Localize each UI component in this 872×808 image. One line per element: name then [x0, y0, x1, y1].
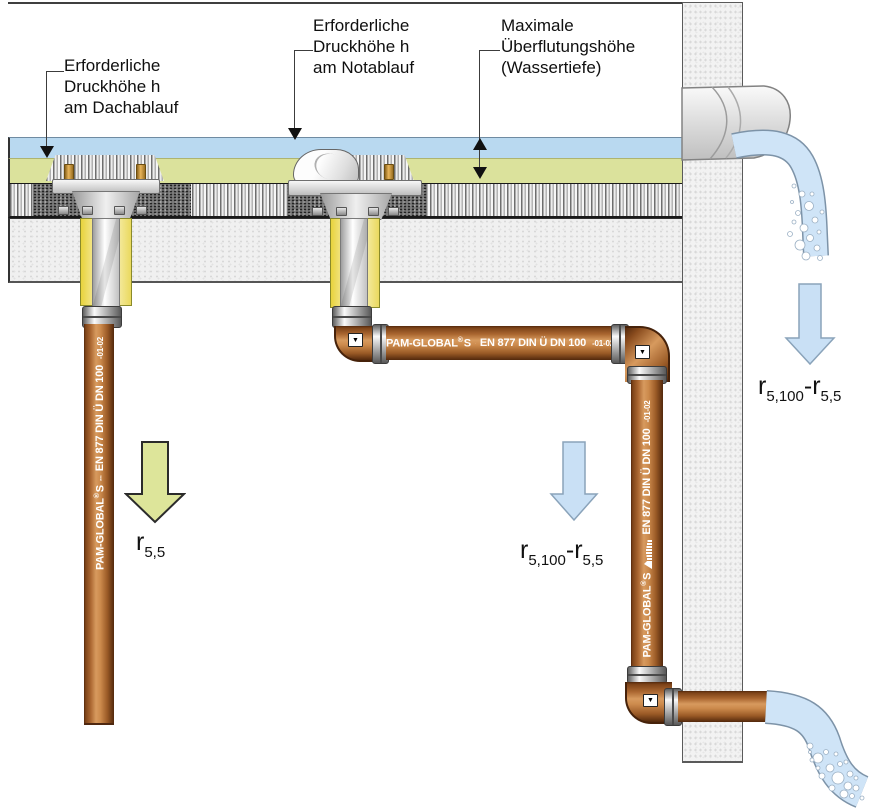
discharge-water: [764, 690, 870, 808]
leader-line: [46, 71, 47, 146]
leader-line: [294, 50, 313, 51]
depth-arrowhead-down: [473, 167, 487, 179]
pam-viaduct-logo: [99, 475, 101, 482]
drain-bolt: [136, 164, 146, 180]
pipe-coupling: [82, 306, 122, 328]
flow-marker-plate: ▼: [348, 333, 363, 347]
formula-scupper-rate: r5,100-r5,5: [758, 372, 842, 405]
leader-line: [46, 71, 64, 72]
nut: [336, 207, 347, 216]
pam-viaduct-logo: [643, 539, 652, 569]
blue-flow-arrow-icon: [784, 283, 836, 366]
formula-roof-drain-rate: r5,5: [136, 528, 166, 561]
label-druckhoehe-notablauf: Erforderliche Druckhöhe h am Notablauf: [313, 16, 415, 77]
green-flow-arrow-icon: [124, 441, 186, 524]
ponded-water-layer: [8, 137, 684, 159]
nut: [82, 206, 93, 215]
discharge-pipe-through-wall: [678, 691, 770, 722]
leader-arrowhead: [288, 128, 302, 140]
pipe-coupling: [627, 666, 667, 684]
roof-top-edge-line: [8, 2, 682, 4]
flow-marker-plate: ▼: [643, 694, 658, 707]
emergency-drain-scoop: [293, 149, 359, 184]
nut: [368, 207, 379, 216]
nut: [136, 206, 147, 215]
pipe-coupling: [332, 306, 372, 328]
drain-bolt: [64, 164, 74, 180]
water-bubbles: [806, 742, 865, 801]
label-druckhoehe-dachablauf: Erforderliche Druckhöhe h am Dachablauf: [64, 56, 179, 117]
drain-outlet-funnel: [92, 218, 120, 312]
nut: [58, 206, 69, 215]
blue-flow-arrow-icon: [549, 441, 599, 522]
downpipe-roof-drain: [84, 324, 114, 725]
collector-pipe-horizontal: PAM-GLOBAL®S EN 877 DIN Ü DN 100-01-02: [386, 326, 614, 360]
downpipe-along-wall: [631, 380, 663, 672]
water-bubbles: [787, 183, 825, 261]
pam-viaduct-logo: [474, 342, 476, 344]
leader-line: [294, 50, 295, 128]
flow-marker-plate: ▼: [635, 345, 650, 359]
drain-bolt: [384, 164, 394, 180]
drain-outlet-funnel: [340, 218, 368, 312]
nut: [312, 207, 323, 216]
depth-arrowhead-up: [473, 138, 487, 150]
nut: [388, 207, 399, 216]
emergency-scupper-and-water: [681, 85, 829, 261]
label-ueberflutungshoehe: Maximale Überflutungshöhe (Wassertiefe): [501, 16, 636, 77]
leader-line: [479, 50, 480, 168]
pipe-marking-vertical: PAM-GLOBAL®S EN 877 DIN Ü DN 100-01-02: [93, 337, 107, 570]
leader-line: [479, 50, 500, 51]
formula-emergency-drain-rate: r5,100-r5,5: [520, 536, 604, 569]
nut: [114, 206, 125, 215]
leader-arrowhead: [40, 146, 54, 158]
drain-body: [320, 193, 392, 220]
pipe-marking-vertical: PAM-GLOBAL®S EN 877 DIN Ü DN 100-01-02: [640, 400, 654, 658]
